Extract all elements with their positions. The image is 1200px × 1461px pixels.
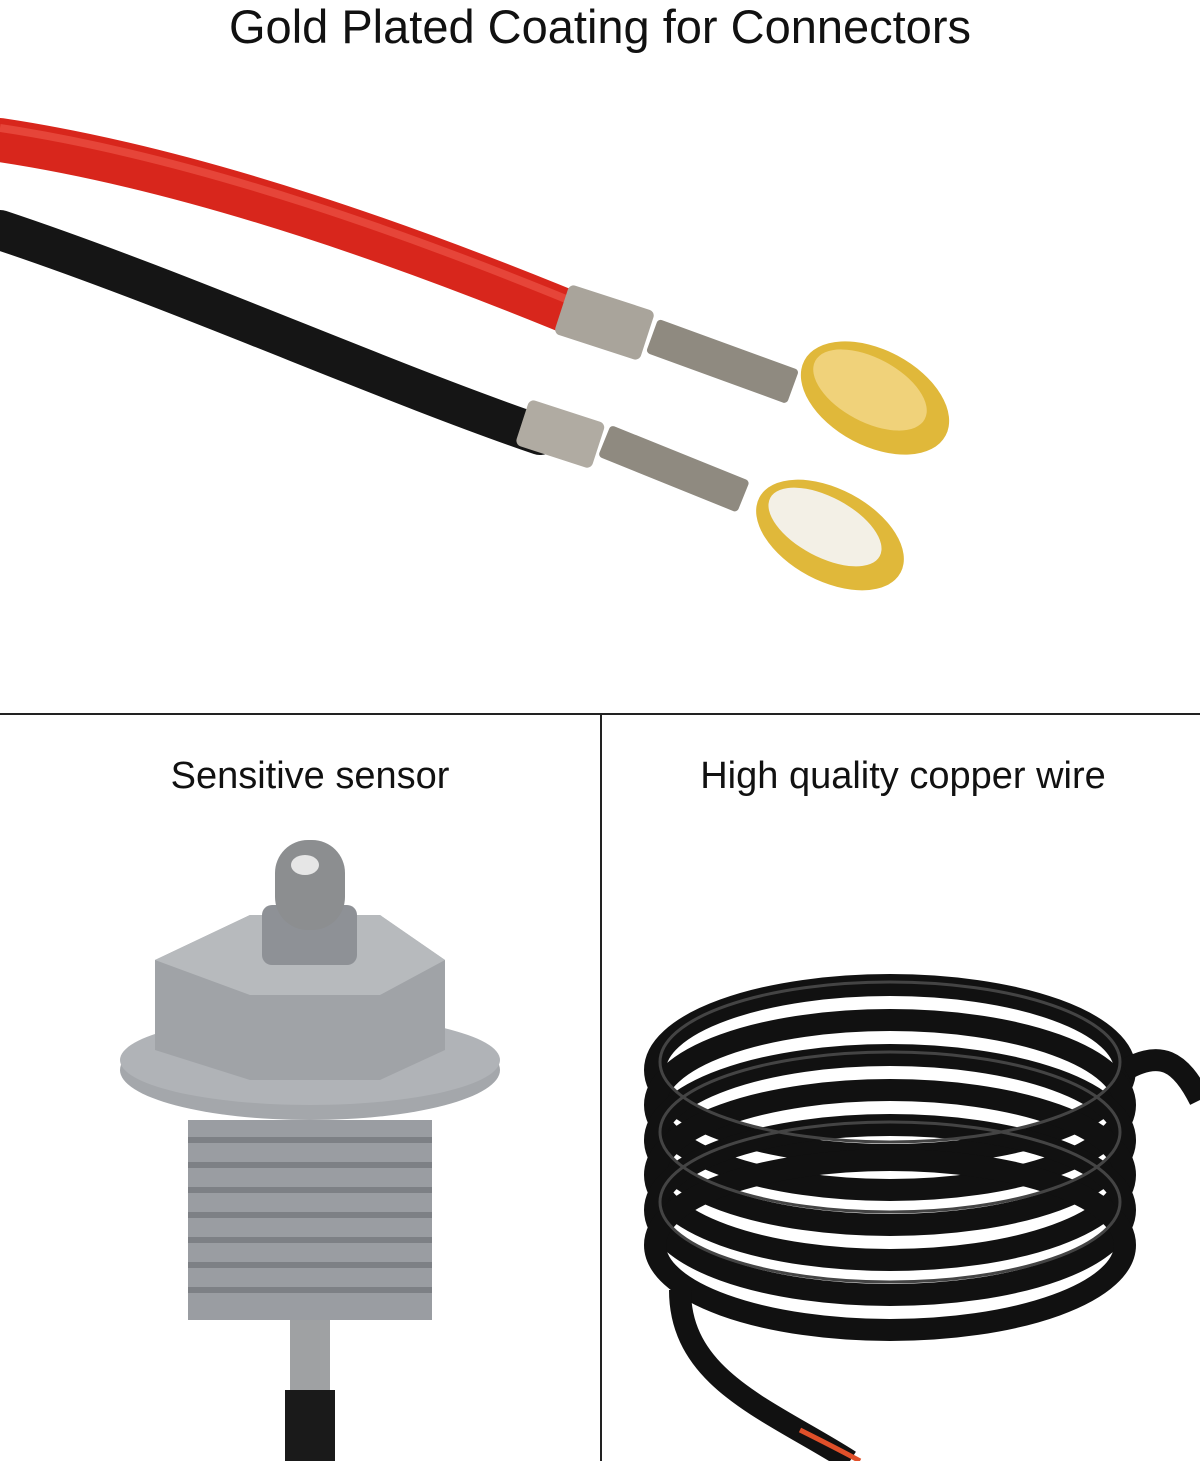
vertical-divider xyxy=(600,714,602,1461)
page-title: Gold Plated Coating for Connectors xyxy=(229,0,971,53)
copper-wire-coil-image xyxy=(644,974,1200,1461)
copper-wire-label: High quality copper wire xyxy=(700,755,1106,797)
sensor-image xyxy=(120,840,500,1461)
connector-wires-image xyxy=(0,118,950,591)
sensor-label: Sensitive sensor xyxy=(170,755,450,797)
